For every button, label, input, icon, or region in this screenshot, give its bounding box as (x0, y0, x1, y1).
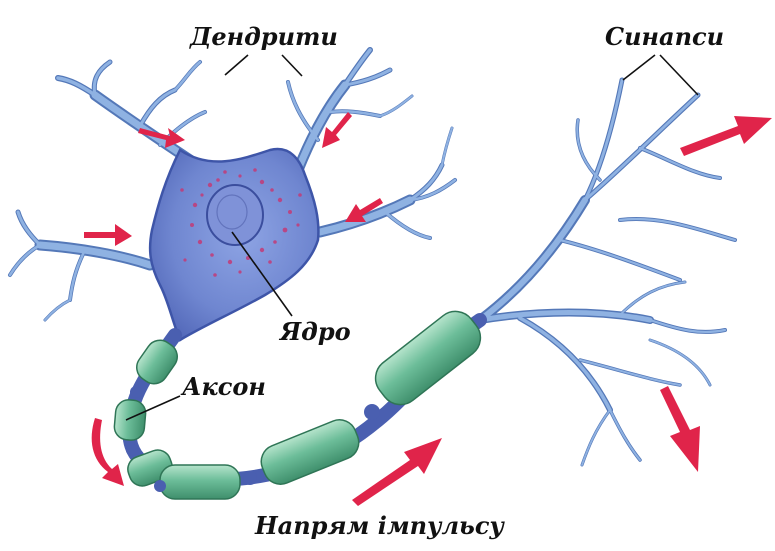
arrow-icon (352, 438, 442, 506)
arrow-icon (84, 224, 132, 246)
label-nucleus: Ядро (278, 317, 351, 346)
label-axon: Аксон (180, 372, 266, 401)
label-impulse-direction: Напрям імпульсу (254, 511, 505, 540)
axon-terminals (480, 80, 735, 465)
arrow-icon (660, 386, 700, 472)
label-synapses: Синапси (605, 22, 724, 51)
cell-body (150, 149, 318, 340)
label-dendrites: Дендрити (189, 22, 338, 51)
arrow-icon (680, 116, 772, 156)
